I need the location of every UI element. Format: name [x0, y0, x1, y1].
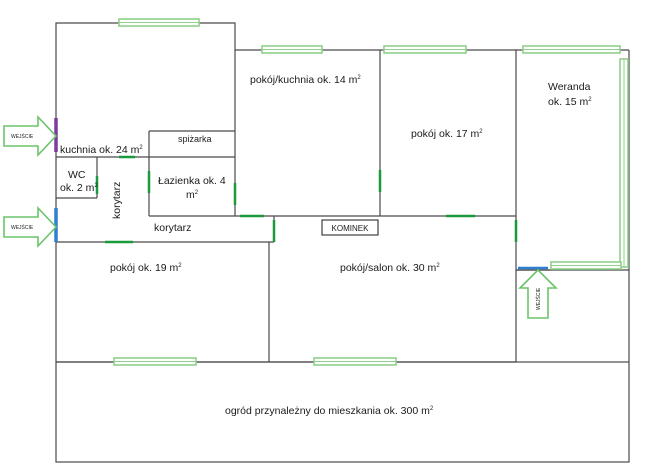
- room-label-bathroom-2: m2: [186, 189, 199, 201]
- room-label-room17: pokój ok. 17 m2: [411, 128, 483, 140]
- doors: [54, 118, 548, 270]
- entrance-arrow-right: WEJŚCIE: [518, 268, 558, 319]
- entrance-arrow-left-bottom: WEJŚCIE: [3, 205, 58, 249]
- windows: [113, 18, 629, 366]
- room-label-salon: pokój/salon ok. 30 m2: [340, 262, 440, 274]
- fireplace-label: KOMINEK: [332, 224, 370, 233]
- room-label-wc-2: ok. 2 m2: [60, 182, 98, 194]
- entrance-label: WEJŚCIE: [11, 223, 34, 231]
- room-label-kitchen-with-room: pokój/kuchnia ok. 14 m2: [250, 74, 361, 86]
- entrance-label: WEJŚCIE: [534, 287, 542, 310]
- room-label-veranda-2: ok. 15 m2: [548, 96, 592, 108]
- room-label-pantry: spiżarka: [178, 134, 212, 144]
- room-label-veranda-1: Weranda: [548, 81, 591, 93]
- entrance-label: WEJŚCIE: [11, 132, 34, 140]
- room-label-garden: ogród przynależny do mieszkania ok. 300 …: [225, 405, 434, 417]
- room-label-room19: pokój ok. 19 m2: [110, 262, 182, 274]
- entrance-arrow-left-top: WEJŚCIE: [3, 114, 58, 158]
- fireplace-box: [321, 219, 379, 236]
- room-label-corridor-horizontal: korytarz: [154, 222, 191, 234]
- room-label-corridor-vertical: korytarz: [111, 182, 123, 219]
- room-label-kitchen: kuchnia ok. 24 m2: [60, 144, 143, 156]
- room-label-wc-1: WC: [68, 169, 86, 181]
- room-label-bathroom-1: Łazienka ok. 4: [158, 175, 226, 187]
